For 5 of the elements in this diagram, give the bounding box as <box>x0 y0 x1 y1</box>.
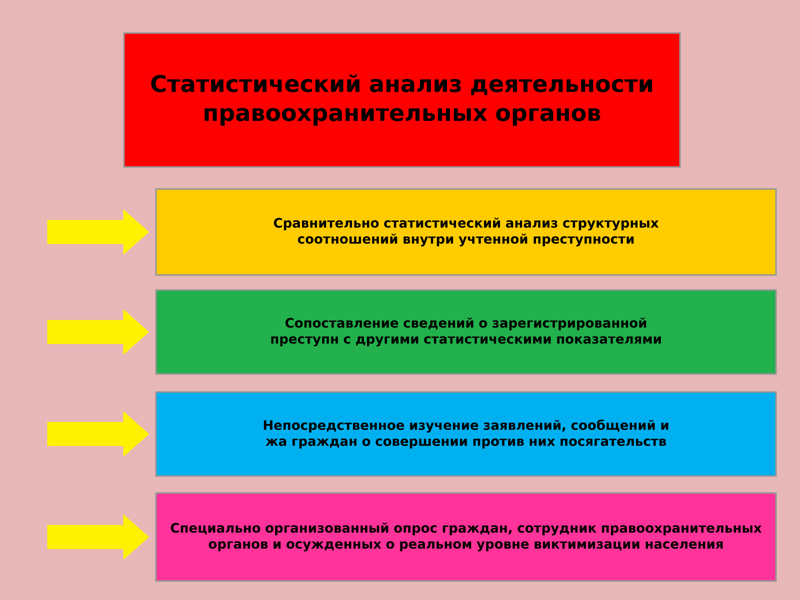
title-box: Статистический анализ деятельности правоохранительных органов <box>123 32 681 168</box>
text-box: Специально организованный опрос граждан, сотрудник правоохранительных органов и осужденных о реальном уровне виктимизации населения <box>155 492 777 582</box>
text-box: Непосредственное изучение заявлений, сообщений и жа граждан о совершении против них посягательств <box>155 391 777 477</box>
text-box: Сопоставление сведений о зарегистрированной преступн с другими статистическими показателями <box>155 289 777 375</box>
text-box: Сравнительно статистический анализ структурных соотношений внутри учтенной преступности <box>155 188 777 276</box>
